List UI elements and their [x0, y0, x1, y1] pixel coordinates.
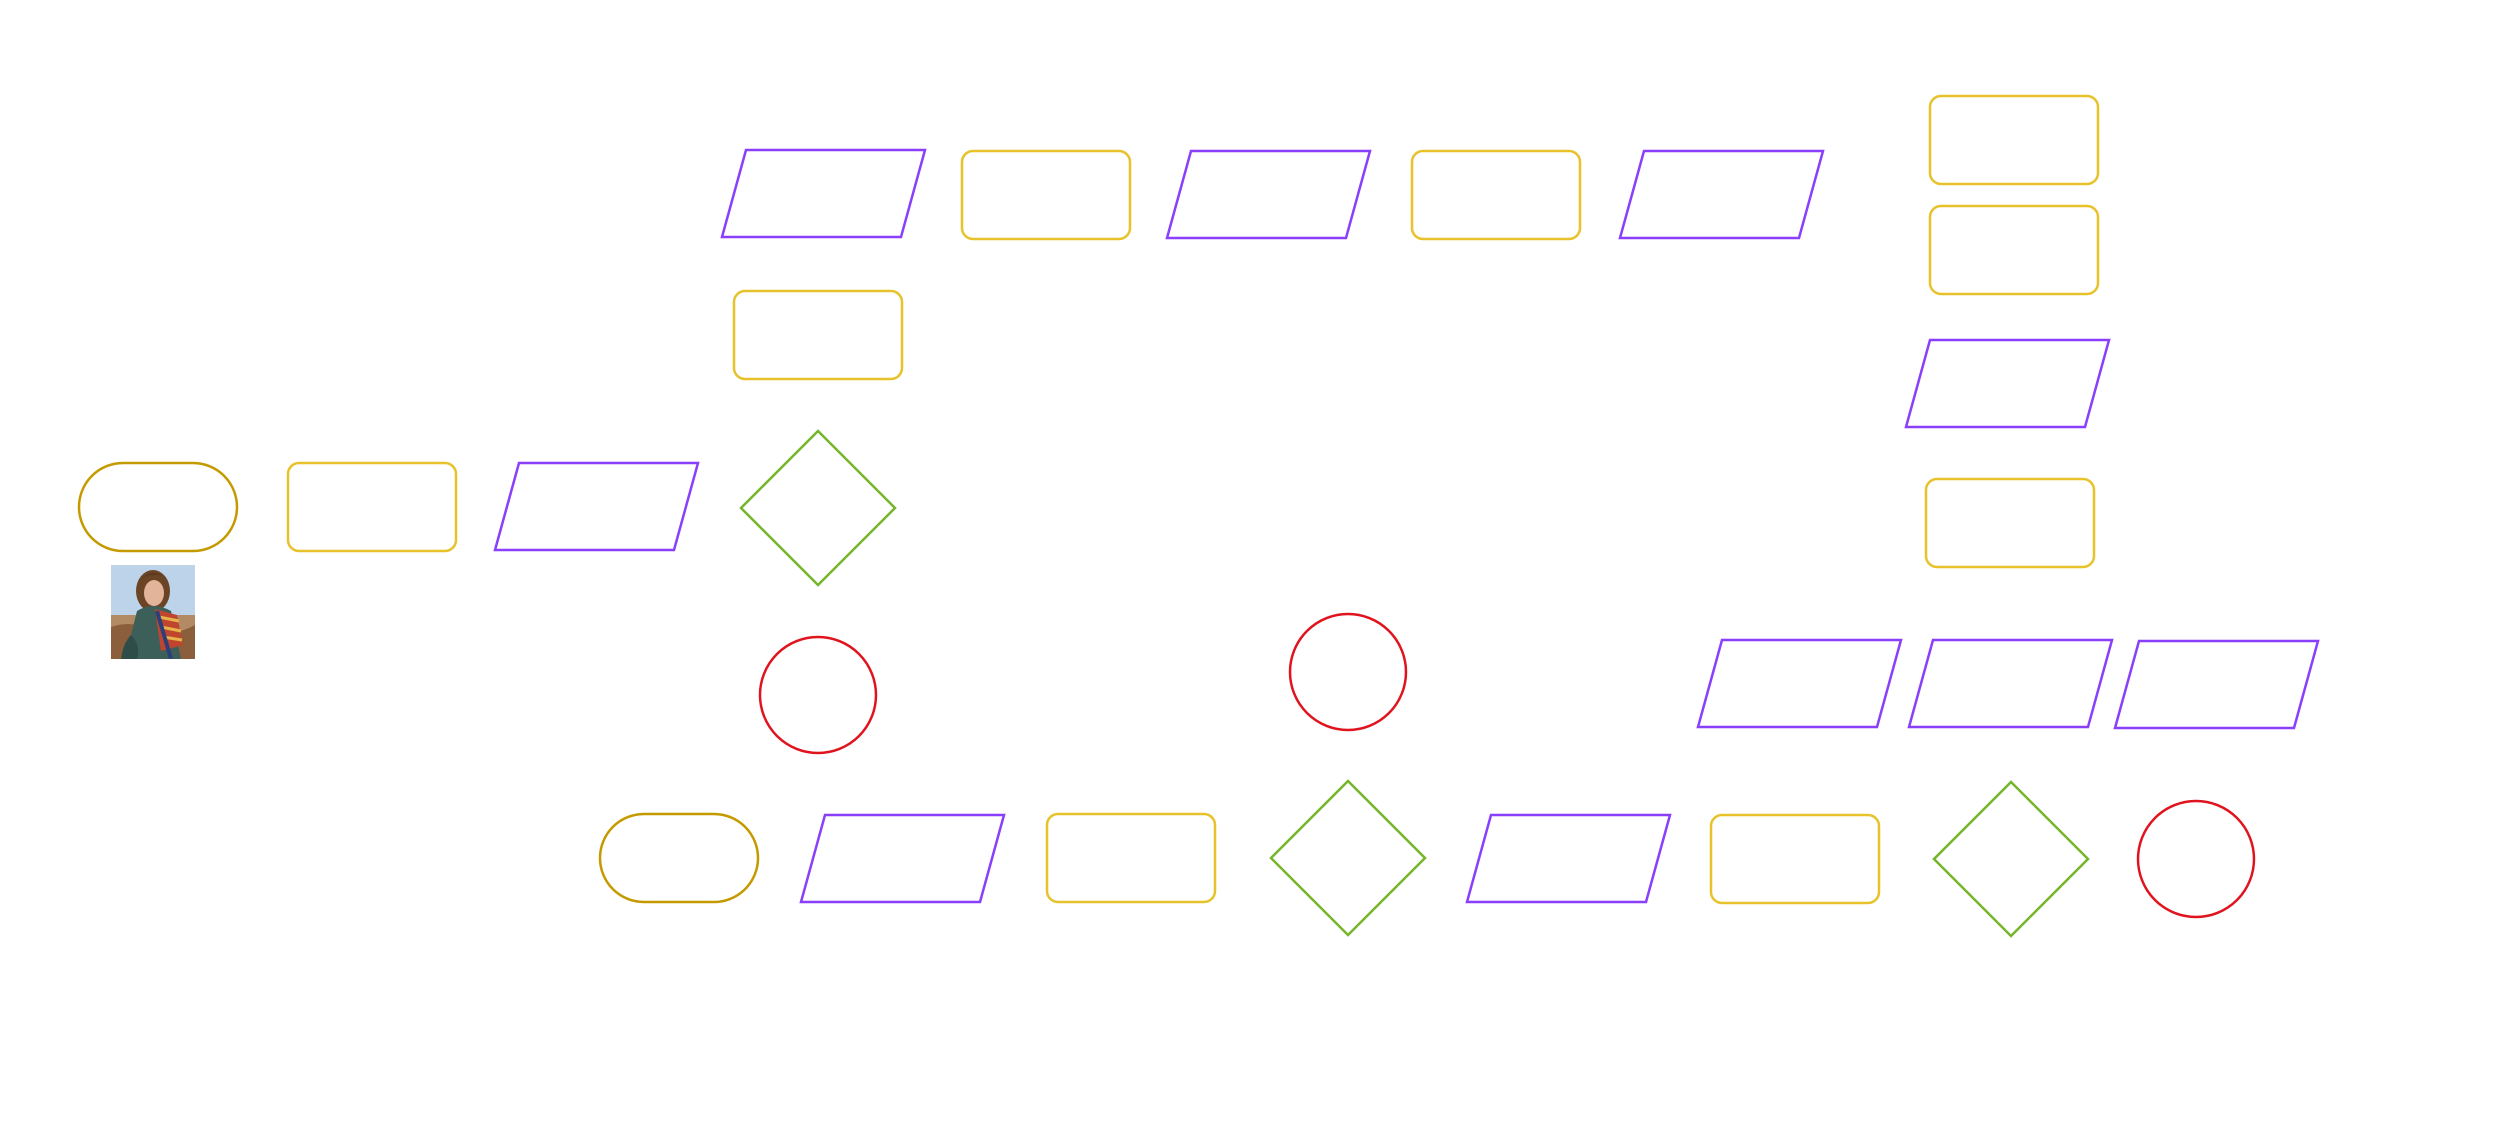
connector-shape[interactable] [758, 635, 878, 755]
process-shape[interactable] [960, 149, 1132, 241]
terminal-shape[interactable] [598, 812, 760, 904]
connector-shape[interactable] [1288, 612, 1408, 732]
process-shape[interactable] [1924, 477, 2096, 569]
process-shape[interactable] [1045, 812, 1217, 904]
decision-shape[interactable] [1932, 780, 2090, 938]
connector-shape[interactable] [2136, 799, 2256, 919]
io-shape[interactable] [1465, 813, 1672, 904]
person-photo-icon [111, 565, 195, 659]
io-shape[interactable] [1696, 638, 1903, 729]
terminal-shape[interactable] [77, 461, 239, 553]
process-shape[interactable] [1709, 813, 1881, 905]
process-shape[interactable] [732, 289, 904, 381]
shapes-layer [77, 94, 2320, 938]
io-shape[interactable] [2113, 639, 2320, 730]
person-photo[interactable] [111, 565, 195, 659]
io-shape[interactable] [493, 461, 700, 552]
process-shape[interactable] [286, 461, 458, 553]
process-shape[interactable] [1410, 149, 1582, 241]
io-shape[interactable] [1904, 338, 2111, 429]
io-shape[interactable] [720, 148, 927, 239]
decision-shape[interactable] [739, 429, 897, 587]
decision-shape[interactable] [1269, 779, 1427, 937]
io-shape[interactable] [1618, 149, 1825, 240]
io-shape[interactable] [799, 813, 1006, 904]
io-shape[interactable] [1907, 638, 2114, 729]
io-shape[interactable] [1165, 149, 1372, 240]
process-shape[interactable] [1928, 204, 2100, 296]
process-shape[interactable] [1928, 94, 2100, 186]
